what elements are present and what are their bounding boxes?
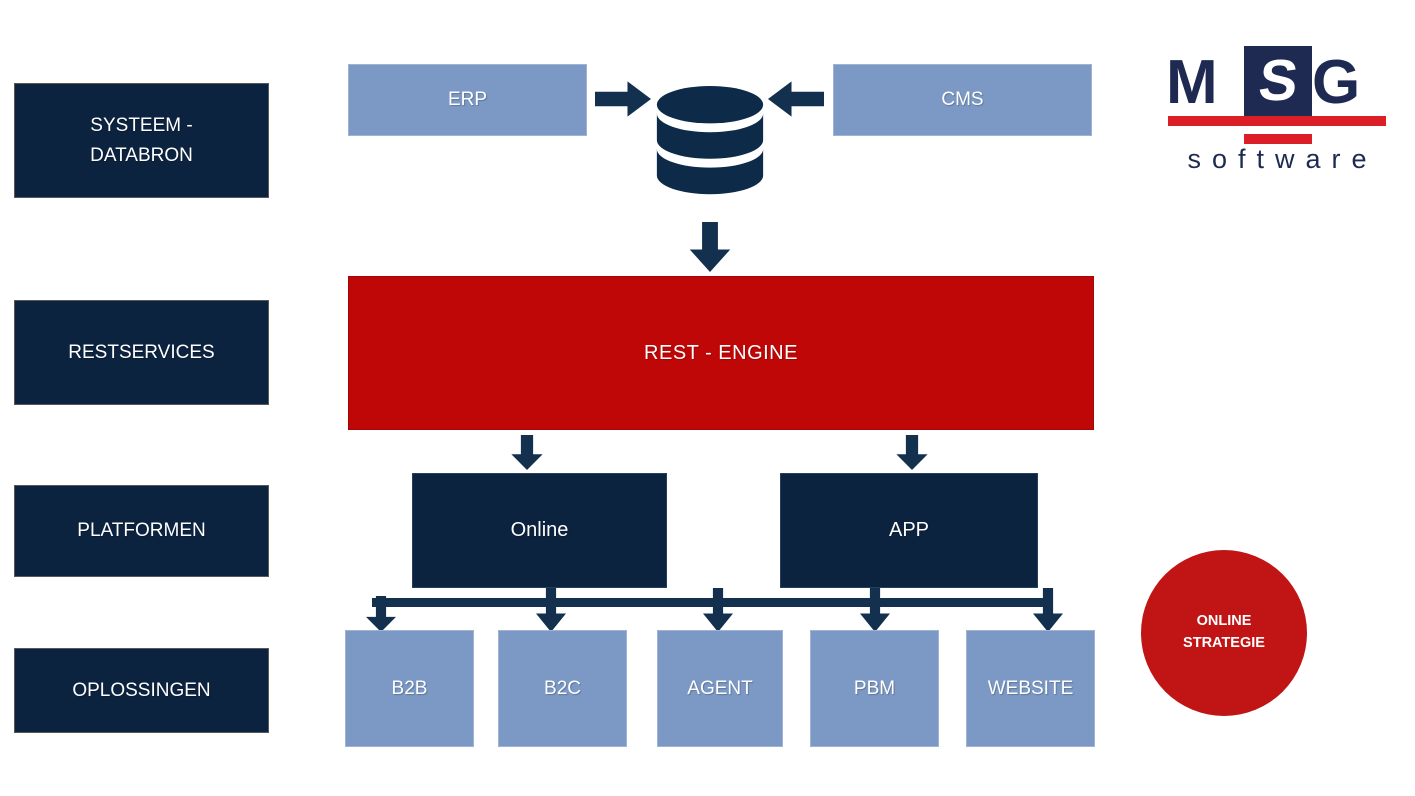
row-label-restservices: RESTSERVICES <box>14 300 269 405</box>
row-label-platformen: PLATFORMEN <box>14 485 269 577</box>
row-label-oplossingen: OPLOSSINGEN <box>14 648 269 733</box>
arrow-left-icon <box>768 81 824 117</box>
database-icon <box>655 85 765 207</box>
solution-b2b-box: B2B <box>345 630 474 747</box>
arrow-down-icon <box>536 588 566 632</box>
logo-red-stripe-under-s <box>1244 134 1312 144</box>
logo-word-software: software <box>1187 144 1378 174</box>
logo-s-block: S <box>1244 46 1312 116</box>
bus-connector-line <box>372 598 1052 607</box>
platform-online-box: Online <box>412 473 667 588</box>
cms-box: CMS <box>833 64 1092 136</box>
rest-engine-box: REST - ENGINE <box>348 276 1094 430</box>
arrow-down-icon <box>703 588 733 632</box>
arrow-down-icon <box>896 435 928 470</box>
arrow-down-icon <box>860 588 890 632</box>
logo-red-stripe <box>1168 116 1386 126</box>
arrow-right-icon <box>595 81 651 117</box>
solution-website-box: WEBSITE <box>966 630 1095 747</box>
logo-letter-g: G <box>1312 48 1361 117</box>
arrow-down-icon <box>511 435 543 470</box>
arrow-down-icon <box>689 222 731 272</box>
row-label-systeem-databron: SYSTEEM - DATABRON <box>14 83 269 198</box>
solution-pbm-box: PBM <box>810 630 939 747</box>
logo-letter-s: S <box>1255 48 1301 113</box>
online-strategie-badge: ONLINE STRATEGIE <box>1141 550 1307 716</box>
solution-b2c-box: B2C <box>498 630 627 747</box>
msg-software-logo: M S G software <box>1166 46 1388 174</box>
logo-letter-m: M <box>1166 48 1218 117</box>
erp-box: ERP <box>348 64 587 136</box>
arrow-down-icon <box>1033 588 1063 632</box>
solution-agent-box: AGENT <box>657 630 783 747</box>
platform-app-box: APP <box>780 473 1038 588</box>
